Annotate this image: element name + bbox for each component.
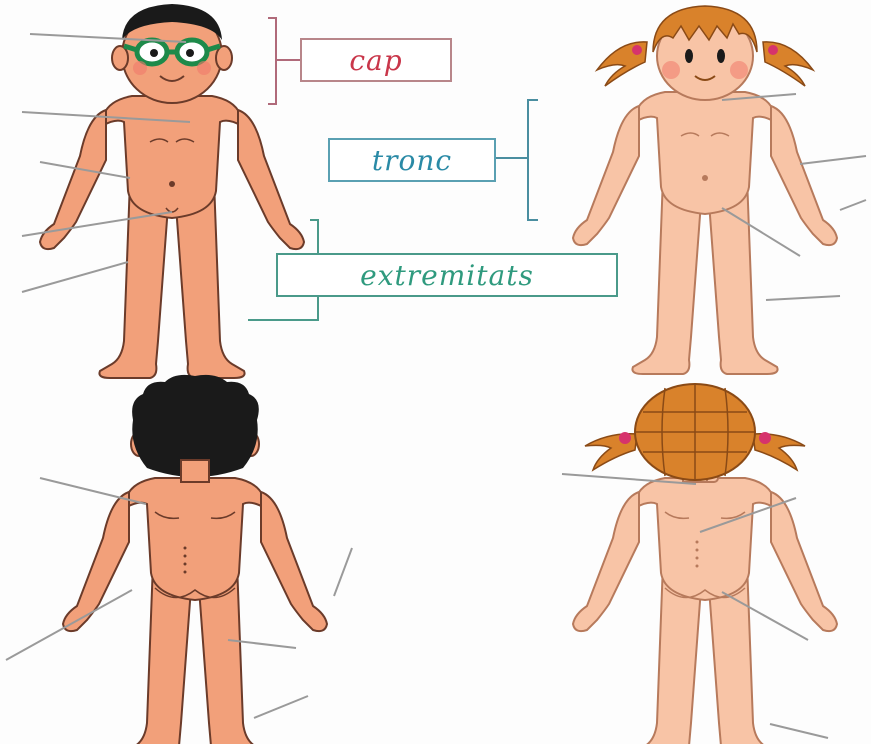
girl-front-figure xyxy=(573,78,837,374)
girl-back-figure xyxy=(573,464,837,744)
label-tronc: tronc xyxy=(328,138,496,182)
boy-back-head xyxy=(131,375,259,482)
bracket-cap xyxy=(268,18,300,104)
boy-back-figure xyxy=(63,464,327,744)
label-extremitats: extremitats xyxy=(276,253,618,297)
boy-front-figure xyxy=(40,82,304,378)
label-cap: cap xyxy=(300,38,452,82)
bracket-tronc xyxy=(492,100,538,220)
girl-front-head xyxy=(597,6,813,100)
girl-back-head xyxy=(585,384,805,482)
boy-front-head xyxy=(112,4,232,103)
